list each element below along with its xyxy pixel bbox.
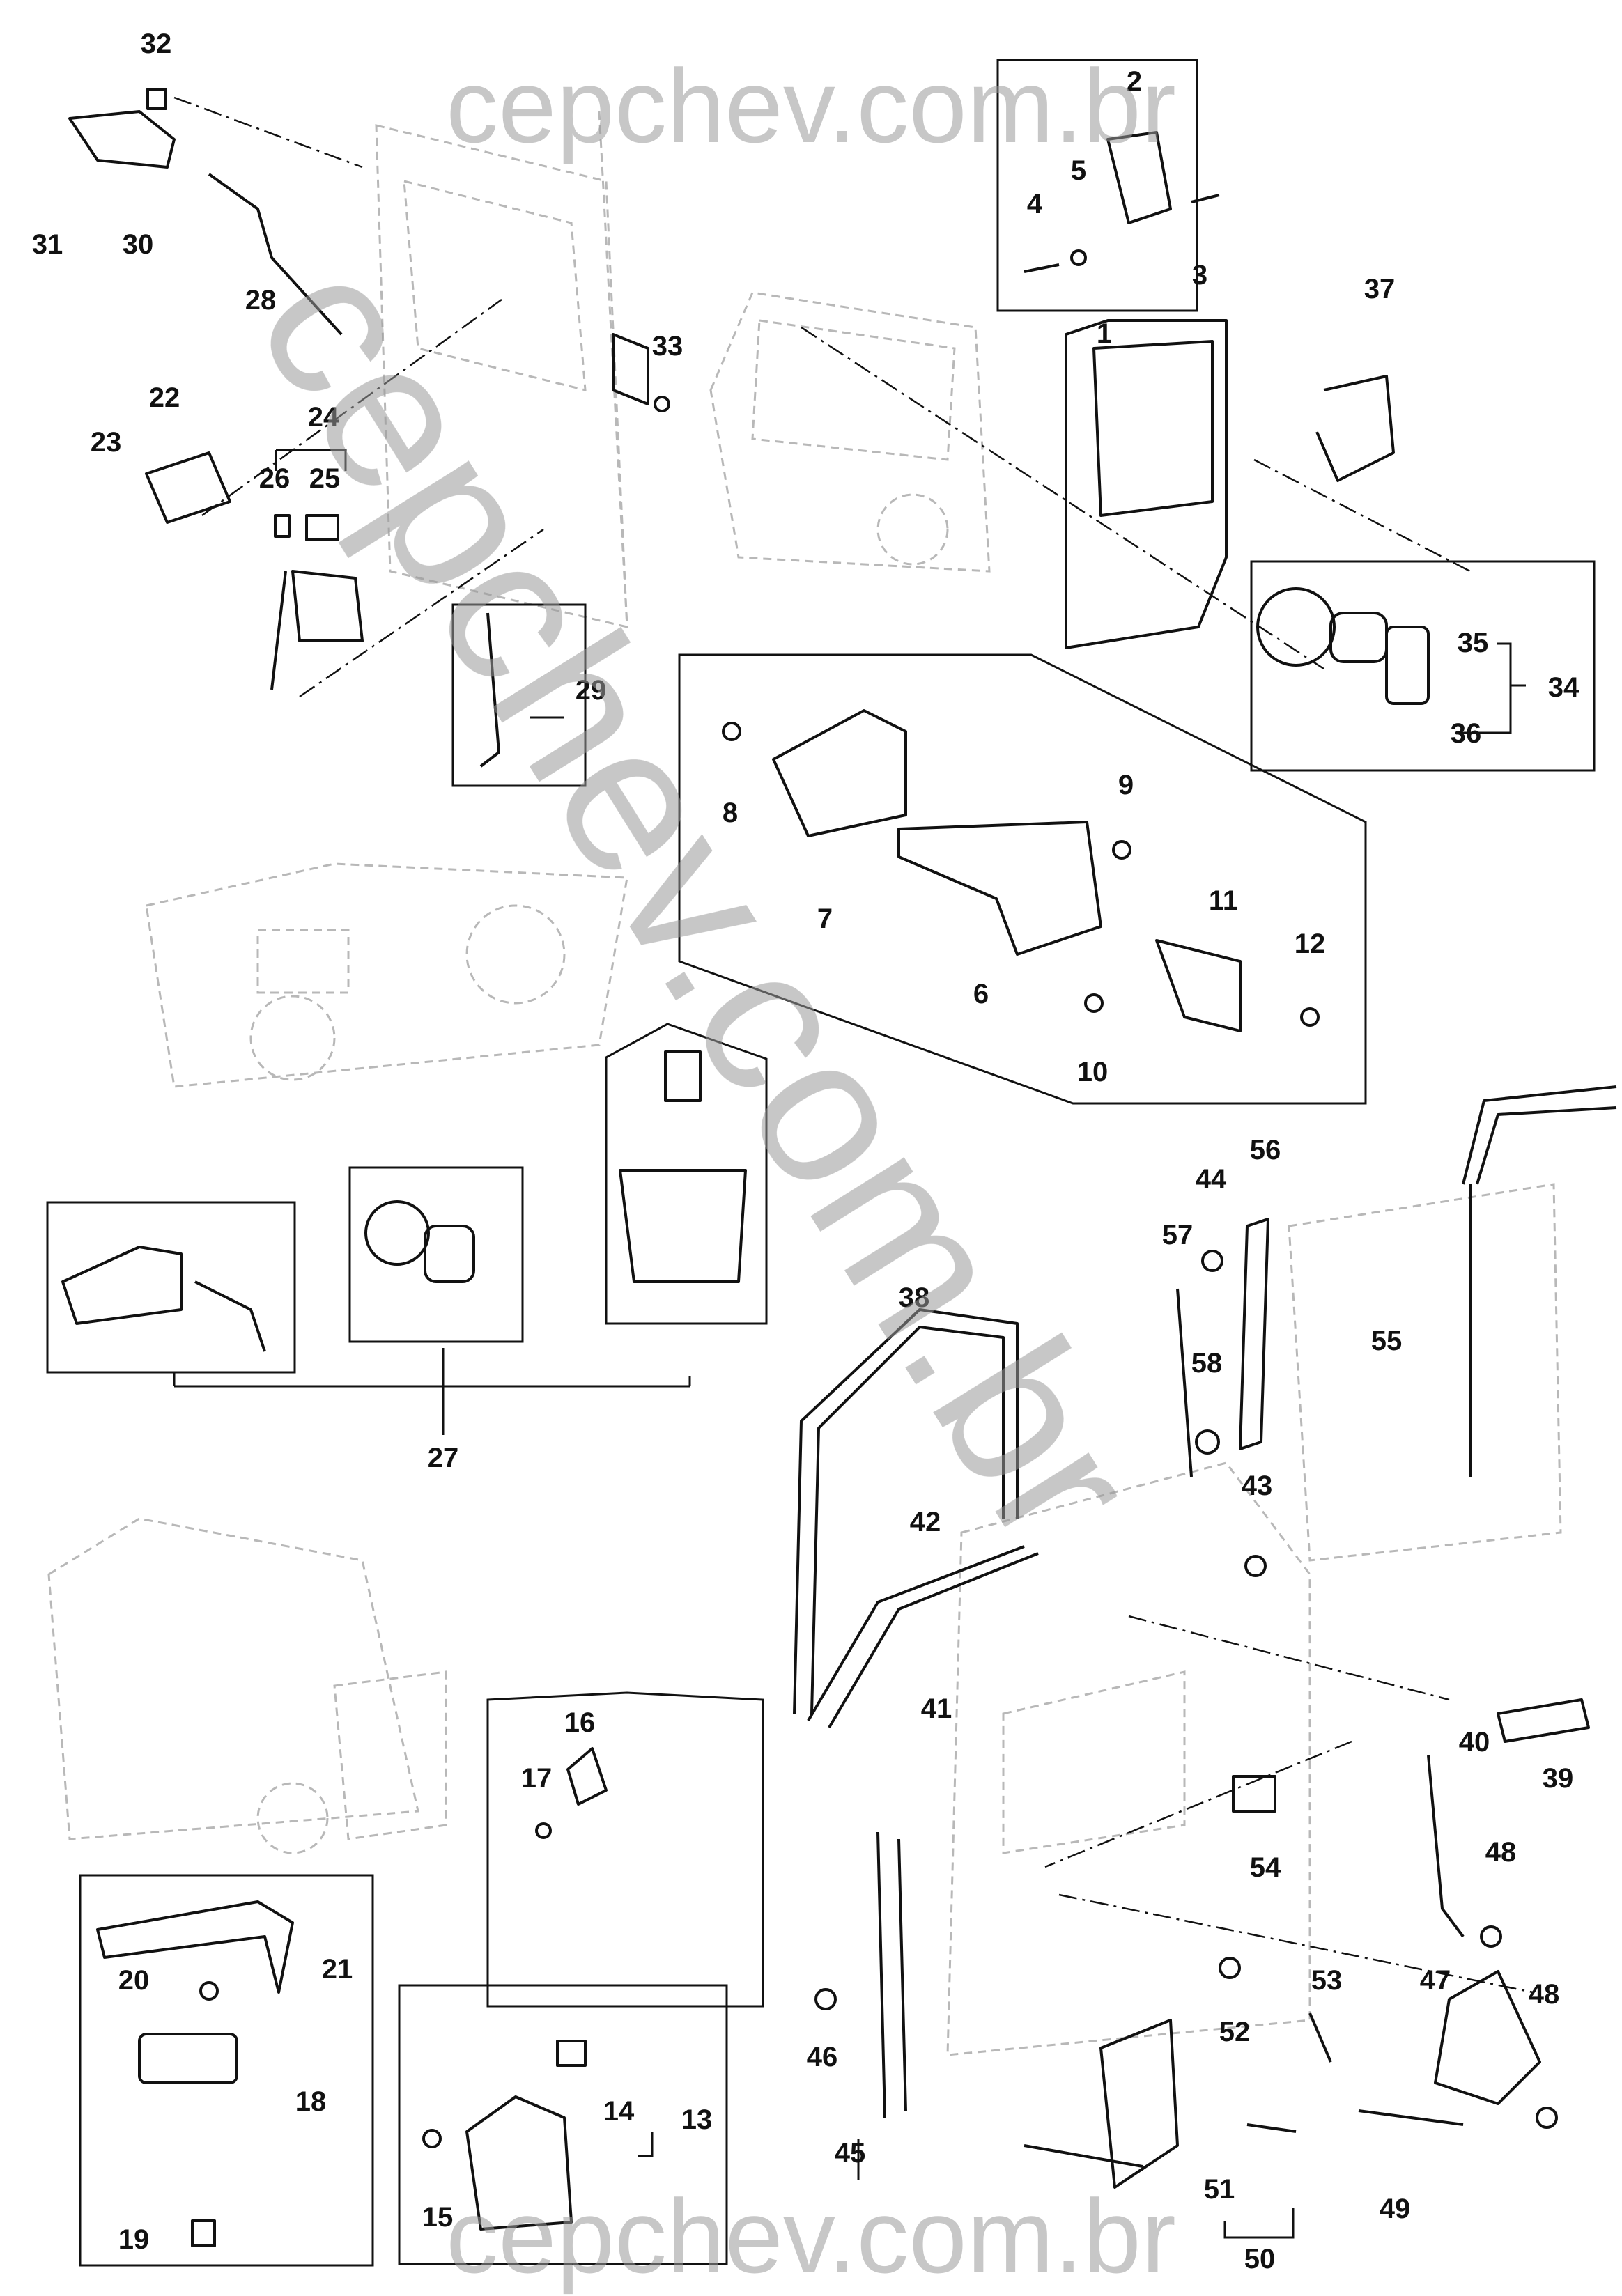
callout-37: 37 (1364, 274, 1396, 304)
callout-29: 29 (576, 675, 607, 706)
callout-44: 44 (1196, 1164, 1227, 1195)
callout-numbers: 1 2 3 4 5 6 7 8 9 10 11 12 13 14 15 16 1… (32, 29, 1579, 2274)
ghost-cab-lower (47, 1517, 447, 1854)
callout-52: 52 (1219, 2017, 1251, 2047)
callout-12: 12 (1295, 929, 1326, 959)
callout-51: 51 (1204, 2174, 1235, 2205)
callout-45: 45 (835, 2138, 866, 2169)
callout-20: 20 (118, 1965, 150, 1996)
part-drawings (61, 88, 1617, 2247)
callout-58: 58 (1191, 1348, 1223, 1379)
callout-26: 26 (259, 463, 291, 494)
callout-39: 39 (1543, 1763, 1574, 1794)
group-brackets (173, 449, 1526, 2239)
callout-22: 22 (149, 382, 180, 413)
callout-9: 9 (1118, 770, 1134, 800)
door-outline (1065, 319, 1228, 649)
callout-57: 57 (1162, 1220, 1194, 1250)
callout-41: 41 (921, 1693, 952, 1724)
callout-53: 53 (1311, 1965, 1343, 1996)
ghost-cab-right (709, 291, 991, 573)
callout-35: 35 (1458, 628, 1489, 658)
callout-55: 55 (1371, 1326, 1403, 1356)
ghost-door-lower (946, 1183, 1562, 2056)
callout-47: 47 (1420, 1965, 1451, 1996)
callout-27: 27 (428, 1443, 459, 1473)
callout-17: 17 (521, 1763, 553, 1794)
callout-15: 15 (422, 2202, 454, 2233)
callout-49: 49 (1380, 2194, 1411, 2224)
callout-1: 1 (1097, 318, 1112, 349)
callout-48a: 48 (1485, 1837, 1517, 1868)
callout-14: 14 (603, 2096, 635, 2127)
callout-2: 2 (1127, 66, 1142, 97)
ghost-chassis (145, 862, 628, 1088)
callout-50: 50 (1244, 2244, 1276, 2274)
callout-28: 28 (245, 285, 277, 316)
callout-34: 34 (1548, 672, 1579, 703)
callout-7: 7 (817, 903, 833, 934)
callout-25: 25 (309, 463, 341, 494)
callout-48b: 48 (1529, 1979, 1560, 2010)
callout-32: 32 (141, 29, 172, 59)
callout-4: 4 (1027, 189, 1043, 219)
watermark-bottom: cepchev.com.br (446, 2178, 1176, 2295)
detail-boxes (46, 59, 1596, 2267)
callout-10: 10 (1077, 1057, 1109, 1087)
callout-40: 40 (1459, 1727, 1490, 1758)
callout-21: 21 (322, 1954, 353, 1985)
callout-3: 3 (1192, 260, 1207, 290)
callout-43: 43 (1242, 1471, 1273, 1501)
callout-19: 19 (118, 2224, 150, 2255)
callout-23: 23 (91, 427, 122, 458)
callout-36: 36 (1451, 718, 1482, 749)
leader-lines (173, 96, 1534, 1994)
callout-38: 38 (899, 1282, 930, 1313)
callout-33: 33 (652, 331, 683, 362)
callout-13: 13 (681, 2104, 713, 2135)
callout-11: 11 (1209, 885, 1238, 916)
callout-6: 6 (973, 979, 989, 1009)
callout-30: 30 (123, 229, 154, 260)
callout-46: 46 (807, 2042, 838, 2072)
callout-8: 8 (723, 798, 738, 828)
callout-16: 16 (564, 1707, 596, 1738)
callout-18: 18 (295, 2086, 327, 2117)
callout-31: 31 (32, 229, 63, 260)
watermark-diagonal: cepchev.com.br (212, 220, 1185, 1583)
callout-5: 5 (1071, 155, 1086, 186)
watermark-top: cepchev.com.br (446, 47, 1176, 164)
callout-42: 42 (910, 1507, 941, 1537)
callout-24: 24 (308, 402, 339, 433)
callout-54: 54 (1250, 1852, 1281, 1883)
callout-56: 56 (1250, 1135, 1281, 1165)
